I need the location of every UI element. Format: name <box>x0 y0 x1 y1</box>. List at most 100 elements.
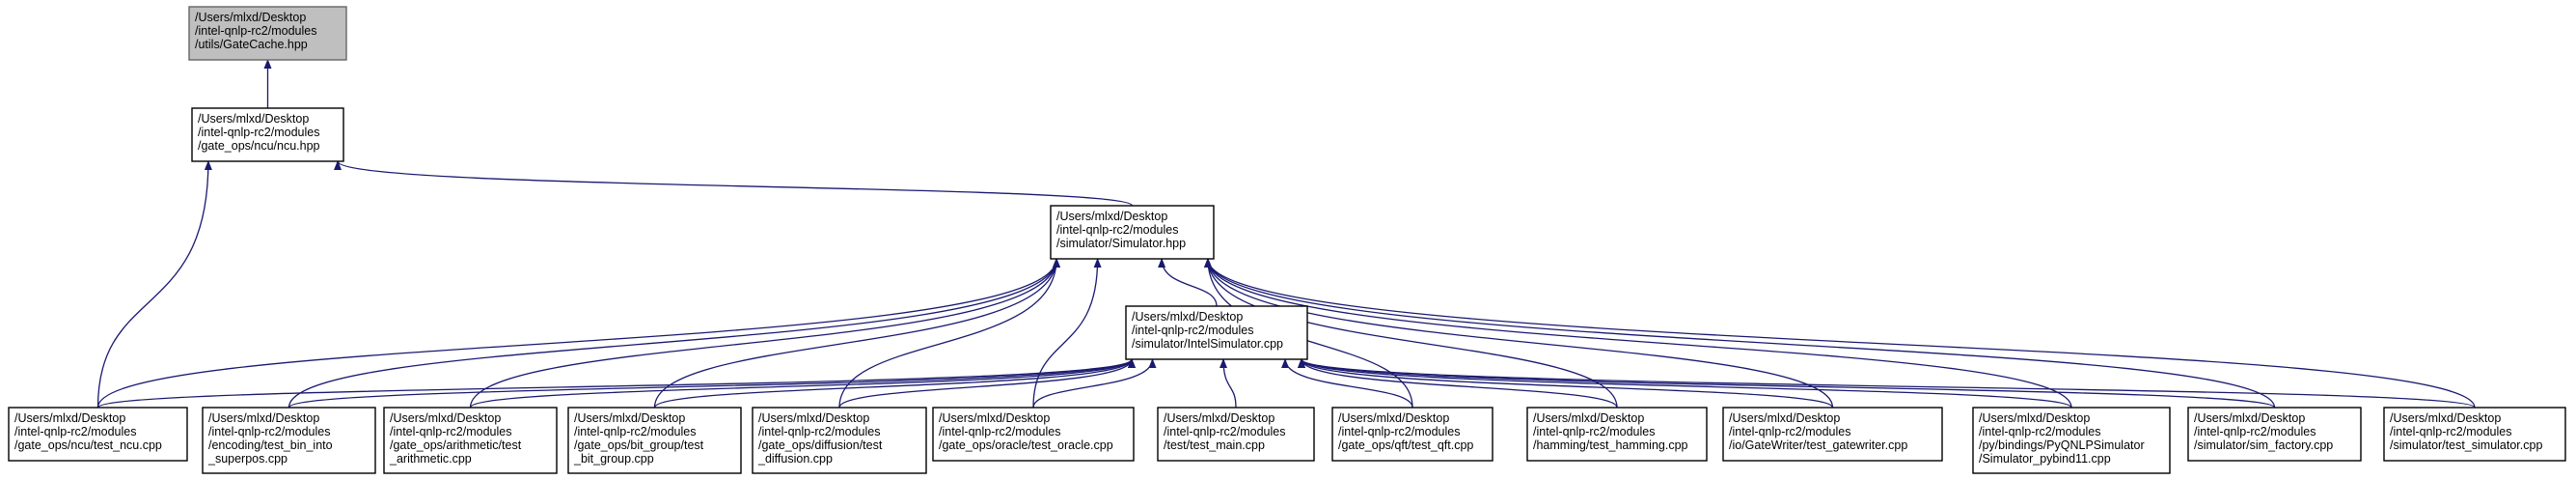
node-label-line: /simulator/test_simulator.cpp <box>2390 438 2542 452</box>
node-label-line: /intel-qnlp-rc2/modules <box>939 425 1060 438</box>
node-box <box>1125 305 1308 360</box>
node-label-line: /intel-qnlp-rc2/modules <box>1729 425 1850 438</box>
node-test-bit-group[interactable]: /Users/mlxd/Desktop/intel-qnlp-rc2/modul… <box>567 407 742 474</box>
node-label-line: /gate_ops/diffusion/test <box>758 438 883 452</box>
node-label-line: /Users/mlxd/Desktop <box>1132 310 1243 324</box>
node-label-line: /Users/mlxd/Desktop <box>195 11 306 24</box>
edge-simulator-pybind11-to-simulator-hpp <box>1204 258 2072 409</box>
edge-sim-factory-to-intelsim-cpp <box>1298 358 2276 409</box>
node-label-line: /intel-qnlp-rc2/modules <box>198 126 319 139</box>
edge-test-ncu-to-simulator-hpp <box>96 258 1060 409</box>
node-label-line: /gate_ops/arithmetic/test <box>390 438 522 452</box>
node-label-line: /py/bindings/PyQNLPSimulator <box>1979 438 2145 452</box>
node-test-simulator[interactable]: /Users/mlxd/Desktop/intel-qnlp-rc2/modul… <box>2383 407 2566 462</box>
node-test-gatewriter[interactable]: /Users/mlxd/Desktop/intel-qnlp-rc2/modul… <box>1722 407 1943 462</box>
node-box <box>752 407 927 474</box>
nodes-layer: /Users/mlxd/Desktop/intel-qnlp-rc2/modul… <box>8 6 2566 474</box>
node-label-line: /intel-qnlp-rc2/modules <box>1132 324 1253 337</box>
node-label-line: /utils/GateCache.hpp <box>195 38 308 51</box>
node-label-line: /hamming/test_hamming.cpp <box>1533 438 1688 452</box>
edge-test-hamming-to-intelsim-cpp <box>1298 358 1618 409</box>
node-label-line: /intel-qnlp-rc2/modules <box>1338 425 1460 438</box>
node-label-line: /Simulator_pybind11.cpp <box>1979 452 2111 466</box>
node-box <box>2187 407 2362 462</box>
node-box <box>932 407 1135 462</box>
node-label-line: /intel-qnlp-rc2/modules <box>2194 425 2316 438</box>
node-test-diffusion[interactable]: /Users/mlxd/Desktop/intel-qnlp-rc2/modul… <box>752 407 927 474</box>
edge-test-bin-into-superpos-to-intelsim-cpp <box>288 358 1136 409</box>
node-box <box>1331 407 1494 462</box>
node-sim-factory[interactable]: /Users/mlxd/Desktop/intel-qnlp-rc2/modul… <box>2187 407 2362 462</box>
node-box <box>2383 407 2566 462</box>
node-label-line: /intel-qnlp-rc2/modules <box>1164 425 1285 438</box>
node-label-line: /gate_ops/qft/test_qft.cpp <box>1338 438 1473 452</box>
edge-test-oracle-to-intelsim-cpp <box>1032 358 1157 409</box>
node-box <box>188 6 347 61</box>
node-intelsim-cpp[interactable]: /Users/mlxd/Desktop/intel-qnlp-rc2/modul… <box>1125 305 1308 360</box>
node-label-line: /Users/mlxd/Desktop <box>14 411 125 425</box>
edge-test-arithmetic-to-simulator-hpp <box>469 258 1060 409</box>
node-simulator-pybind11[interactable]: /Users/mlxd/Desktop/intel-qnlp-rc2/modul… <box>1972 407 2171 474</box>
node-label-line: /io/GateWriter/test_gatewriter.cpp <box>1729 438 1907 452</box>
edge-test-diffusion-to-simulator-hpp <box>838 258 1060 409</box>
edge-test-ncu-to-intelsim-cpp <box>96 358 1136 409</box>
node-box <box>202 407 376 474</box>
node-box <box>1722 407 1943 462</box>
node-label-line: /intel-qnlp-rc2/modules <box>1056 223 1178 237</box>
node-label-line: /gate_ops/ncu/ncu.hpp <box>198 139 320 153</box>
edge-test-bin-into-superpos-to-simulator-hpp <box>288 258 1060 409</box>
node-test-bin-into-superpos[interactable]: /Users/mlxd/Desktop/intel-qnlp-rc2/modul… <box>202 407 376 474</box>
node-box <box>1050 205 1215 260</box>
node-label-line: /intel-qnlp-rc2/modules <box>208 425 330 438</box>
node-label-line: _arithmetic.cpp <box>389 452 472 466</box>
node-label-line: /Users/mlxd/Desktop <box>1338 411 1449 425</box>
edge-test-main-to-intelsim-cpp <box>1219 358 1237 409</box>
edge-simulator-pybind11-to-intelsim-cpp <box>1298 358 2072 409</box>
node-label-line: /gate_ops/oracle/test_oracle.cpp <box>939 438 1113 452</box>
node-label-line: /test/test_main.cpp <box>1164 438 1265 452</box>
node-test-qft[interactable]: /Users/mlxd/Desktop/intel-qnlp-rc2/modul… <box>1331 407 1494 462</box>
node-simulator-hpp[interactable]: /Users/mlxd/Desktop/intel-qnlp-rc2/modul… <box>1050 205 1215 260</box>
edge-test-arithmetic-to-intelsim-cpp <box>469 358 1136 409</box>
node-label-line: /intel-qnlp-rc2/modules <box>1979 425 2100 438</box>
node-label-line: /Users/mlxd/Desktop <box>574 411 685 425</box>
node-test-oracle[interactable]: /Users/mlxd/Desktop/intel-qnlp-rc2/modul… <box>932 407 1135 462</box>
node-label-line: /gate_ops/bit_group/test <box>574 438 704 452</box>
node-label-line: /Users/mlxd/Desktop <box>1729 411 1840 425</box>
edge-test-simulator-to-intelsim-cpp <box>1298 358 2476 409</box>
node-gatecache[interactable]: /Users/mlxd/Desktop/intel-qnlp-rc2/modul… <box>188 6 347 61</box>
node-label-line: _bit_group.cpp <box>573 452 654 466</box>
node-test-main[interactable]: /Users/mlxd/Desktop/intel-qnlp-rc2/modul… <box>1157 407 1315 462</box>
node-label-line: /Users/mlxd/Desktop <box>1164 411 1274 425</box>
edge-sim-factory-to-simulator-hpp <box>1204 258 2276 409</box>
node-label-line: /simulator/Simulator.hpp <box>1056 237 1186 250</box>
node-label-line: /Users/mlxd/Desktop <box>390 411 501 425</box>
node-label-line: /Users/mlxd/Desktop <box>758 411 869 425</box>
node-label-line: /gate_ops/ncu/test_ncu.cpp <box>14 438 162 452</box>
node-box <box>1157 407 1315 462</box>
node-label-line: /simulator/IntelSimulator.cpp <box>1132 337 1283 351</box>
node-label-line: /Users/mlxd/Desktop <box>2194 411 2305 425</box>
edge-test-simulator-to-simulator-hpp <box>1204 258 2476 409</box>
node-label-line: /Users/mlxd/Desktop <box>939 411 1050 425</box>
node-box <box>8 407 188 462</box>
edges-layer <box>96 59 2476 409</box>
node-test-hamming[interactable]: /Users/mlxd/Desktop/intel-qnlp-rc2/modul… <box>1526 407 1708 462</box>
node-box <box>1972 407 2171 474</box>
node-label-line: /Users/mlxd/Desktop <box>198 112 309 126</box>
node-label-line: /simulator/sim_factory.cpp <box>2194 438 2333 452</box>
node-label-line: /Users/mlxd/Desktop <box>1533 411 1644 425</box>
node-ncu-hpp[interactable]: /Users/mlxd/Desktop/intel-qnlp-rc2/modul… <box>191 107 344 162</box>
node-label-line: /intel-qnlp-rc2/modules <box>2390 425 2511 438</box>
node-label-line: /Users/mlxd/Desktop <box>1979 411 2090 425</box>
node-test-arithmetic[interactable]: /Users/mlxd/Desktop/intel-qnlp-rc2/modul… <box>383 407 558 474</box>
node-label-line: _superpos.cpp <box>207 452 288 466</box>
edge-simulator-hpp-to-ncu-hpp <box>334 160 1134 207</box>
edge-test-bit-group-to-intelsim-cpp <box>653 358 1136 409</box>
edge-intelsim-cpp-to-simulator-hpp <box>1158 258 1218 307</box>
node-box <box>567 407 742 474</box>
edge-test-diffusion-to-intelsim-cpp <box>838 358 1136 409</box>
edge-test-gatewriter-to-simulator-hpp <box>1204 258 1834 409</box>
node-test-ncu[interactable]: /Users/mlxd/Desktop/intel-qnlp-rc2/modul… <box>8 407 188 462</box>
